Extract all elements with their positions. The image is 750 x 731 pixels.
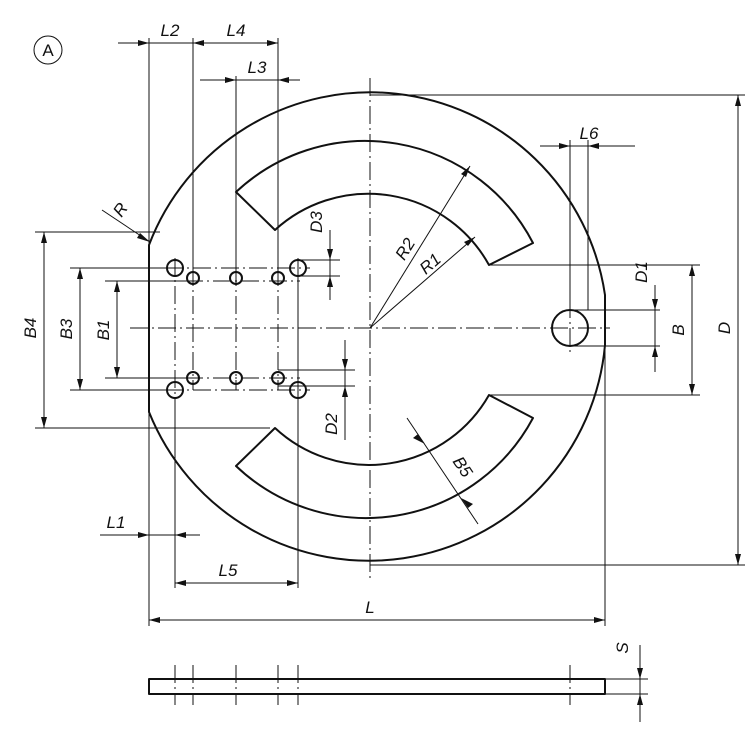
arrow-l-left	[149, 617, 160, 623]
upper-slot	[235, 139, 534, 266]
view-marker-label: A	[42, 41, 54, 60]
arrow-b-top	[689, 265, 695, 276]
view-marker-circle	[33, 35, 63, 65]
arrow-l6-left	[559, 143, 570, 149]
arrow-r2	[461, 166, 470, 177]
label-l5: L5	[219, 561, 238, 580]
center-lines	[130, 78, 610, 580]
label-l2: L2	[161, 21, 180, 40]
arrow-l1-right	[175, 532, 186, 538]
arrow-d1-bottom	[652, 346, 658, 357]
label-r1: R1	[416, 250, 445, 279]
label-d1: D1	[632, 261, 651, 283]
label-l6: L6	[580, 124, 599, 143]
part-side-view	[148, 645, 648, 722]
label-d3: D3	[307, 211, 326, 233]
arrow-r1	[464, 237, 475, 246]
arrow-b1-bottom	[114, 367, 120, 378]
label-d: D	[715, 322, 734, 334]
label-b3: B3	[57, 318, 76, 339]
arrow-b3-top	[77, 268, 83, 279]
arrow-b5-bottom	[461, 498, 473, 508]
part-outline	[148, 91, 606, 562]
dimension-lines	[41, 40, 741, 623]
arrow-s-bottom	[637, 694, 643, 705]
arrow-b-bottom	[689, 384, 695, 395]
arrow-l1-left	[138, 532, 149, 538]
extension-lines	[35, 38, 745, 626]
arrow-b4-top	[41, 232, 47, 243]
arrow-l3-left	[225, 77, 236, 83]
arrow-l3-right	[278, 77, 289, 83]
arrow-d-bottom	[735, 554, 741, 565]
arrow-l5-left	[175, 580, 186, 586]
label-l4: L4	[227, 21, 246, 40]
arrow-d2-top	[342, 359, 348, 370]
label-l3: L3	[248, 58, 267, 77]
part-plan-view	[148, 91, 606, 562]
label-l: L	[365, 598, 374, 617]
label-b: B	[669, 324, 688, 335]
arrow-b4-bottom	[41, 417, 47, 428]
arrow-d3-bottom	[327, 276, 333, 287]
label-r2: R2	[392, 234, 420, 263]
label-l1: L1	[107, 513, 126, 532]
arrow-b3-bottom	[77, 379, 83, 390]
arrow-r	[137, 233, 150, 242]
arrow-l2-left	[138, 40, 149, 46]
side-view-outline	[148, 678, 606, 695]
arrow-d-top	[735, 95, 741, 106]
label-d2: D2	[322, 413, 341, 435]
arrow-l-right	[594, 617, 605, 623]
dimension-labels: L2 L4 L3 L6 R D3 R2 R1 D1 B D B4 B3 B1 D…	[21, 21, 734, 654]
arrow-d2-bottom	[342, 386, 348, 397]
dim-line-r1	[369, 236, 476, 329]
arrow-l5-right	[287, 580, 298, 586]
lower-slot	[235, 394, 534, 520]
label-s: S	[613, 642, 632, 654]
label-b1: B1	[94, 320, 113, 341]
view-marker: A	[33, 35, 63, 65]
label-b4: B4	[21, 318, 40, 339]
dim-line-r2	[369, 165, 471, 329]
arrow-d1-top	[652, 299, 658, 310]
arrow-b1-top	[114, 281, 120, 292]
arrow-l4-right	[267, 40, 278, 46]
arrow-l6-right	[588, 143, 599, 149]
arrow-d3-top	[327, 249, 333, 260]
label-b5: B5	[449, 453, 477, 481]
arrow-b5-top	[413, 434, 425, 444]
arrow-s-top	[637, 668, 643, 679]
